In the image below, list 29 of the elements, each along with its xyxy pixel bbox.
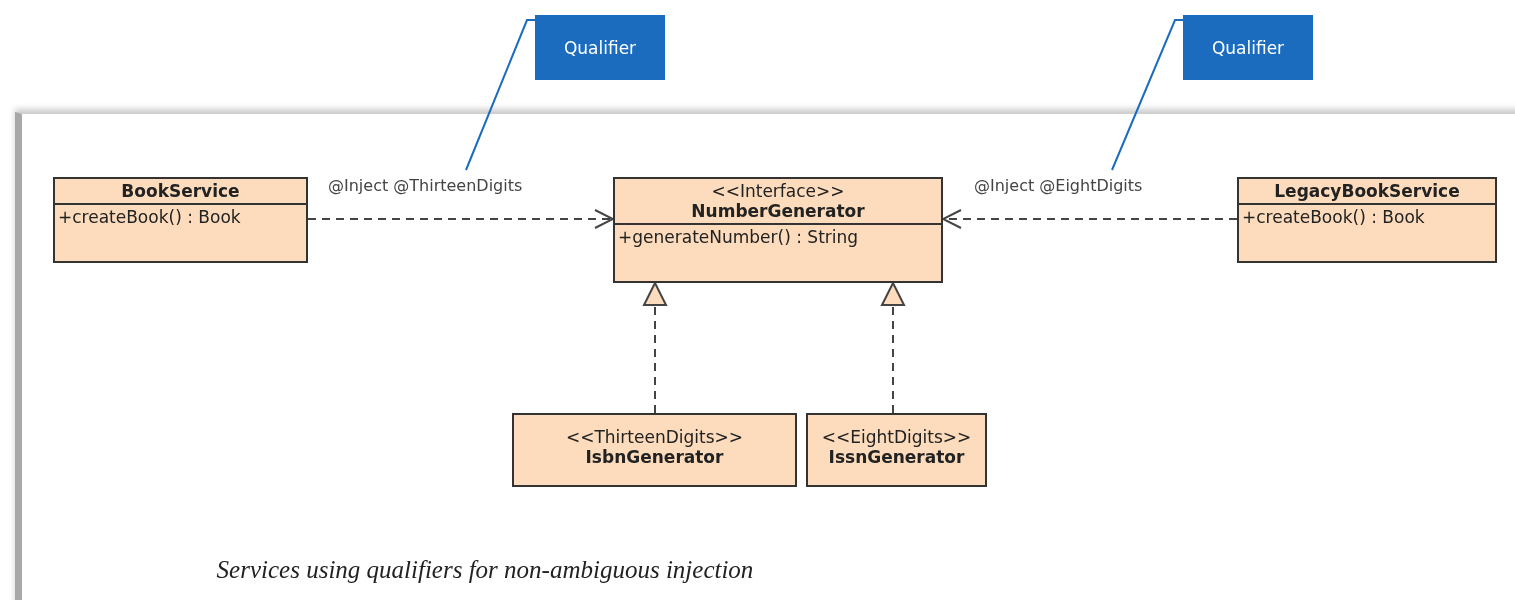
- dependency-arrow: [307, 209, 614, 229]
- class-name: LegacyBookService: [1273, 181, 1461, 201]
- leader-line: [465, 19, 536, 171]
- class-box: [53, 177, 308, 263]
- class-name: IsbnGenerator: [584, 447, 725, 467]
- realization-arrow: [881, 282, 905, 414]
- operation-text: +createBook() : Book: [1242, 207, 1426, 227]
- operation-text: +generateNumber() : String: [618, 227, 860, 247]
- dependency-arrow: [942, 209, 1238, 229]
- class-name: NumberGenerator: [690, 201, 866, 221]
- callout-box: [535, 15, 665, 80]
- leader-line: [1111, 19, 1184, 171]
- callout-text: Qualifier: [1211, 37, 1285, 58]
- edge-label: @Inject @ThirteenDigits: [326, 176, 525, 195]
- operation-text: +createBook() : Book: [58, 207, 242, 227]
- edge-label: @Inject @EightDigits: [972, 176, 1145, 195]
- stereotype-label: <<ThirteenDigits>>: [564, 427, 745, 447]
- class-name: BookService: [120, 181, 241, 201]
- realization-arrow: [643, 282, 667, 414]
- caption: Services using qualifiers for non-ambiguous injection: [215, 556, 755, 584]
- class-name: IssnGenerator: [827, 447, 966, 467]
- class-box: [806, 413, 987, 487]
- callout-text: Qualifier: [563, 37, 637, 58]
- callout-box: [1183, 15, 1313, 80]
- class-box: [1237, 177, 1497, 263]
- class-box: [613, 177, 943, 283]
- class-box: [512, 413, 797, 487]
- stereotype-label: <<Interface>>: [710, 181, 846, 201]
- stereotype-label: <<EightDigits>>: [820, 427, 973, 447]
